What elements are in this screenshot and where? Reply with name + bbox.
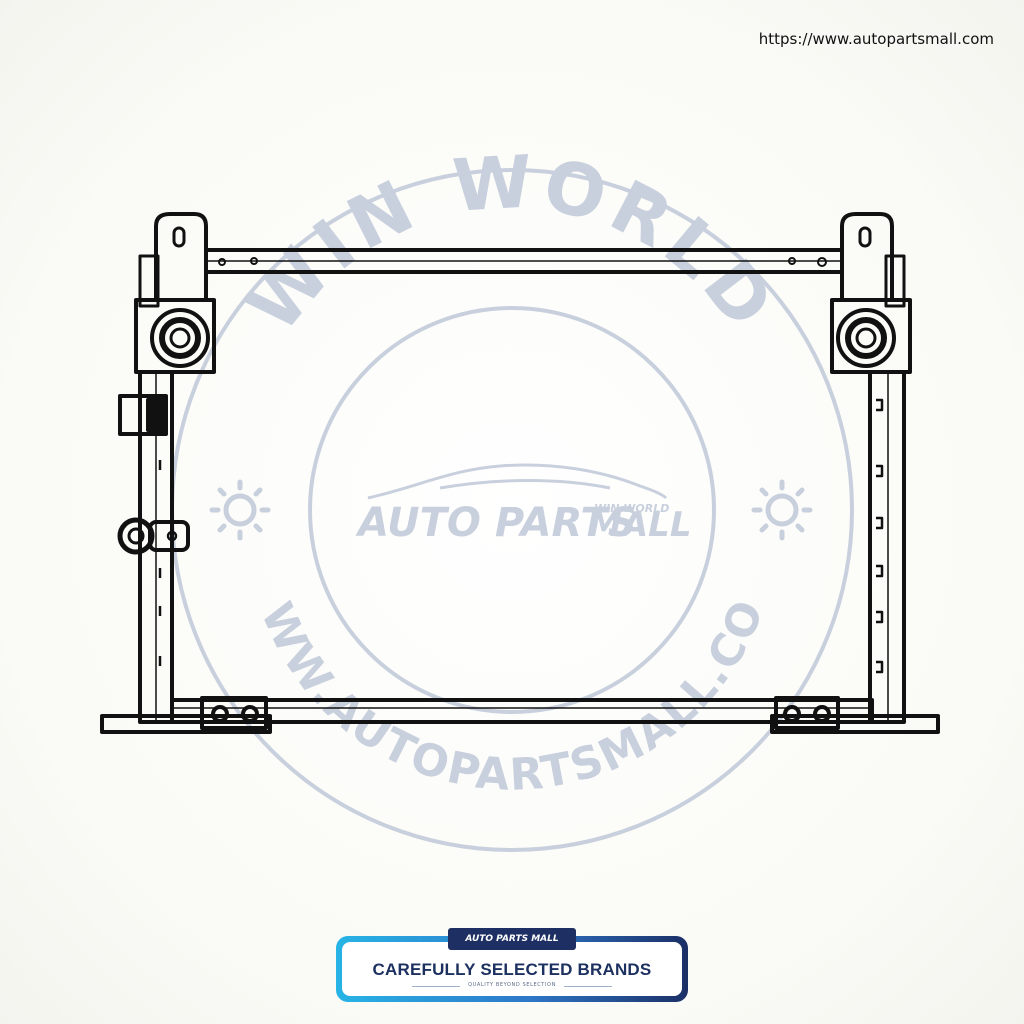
badge-title: CAREFULLY SELECTED BRANDS	[372, 960, 652, 979]
sun-icon-right	[751, 479, 813, 541]
badge-rule-left	[412, 986, 460, 987]
car-silhouette-icon	[367, 463, 668, 500]
watermark-logo-main: AUTO PARTS	[355, 500, 637, 546]
left-side-lug	[117, 517, 155, 555]
site-url[interactable]: https://www.autopartsmall.com	[758, 30, 994, 48]
watermark-logo-mall: MALL	[588, 505, 691, 545]
badge-logo-tab: AUTO PARTS MALL	[448, 928, 576, 950]
condenser-drawing	[100, 212, 940, 734]
badge-rule-right	[564, 986, 612, 987]
watermark-logo-small: WIN WORLD	[594, 502, 669, 515]
watermark-logo: AUTO PARTS MALL WIN WORLD	[355, 463, 691, 546]
bottom-right-foot	[770, 714, 940, 734]
badge-inner	[342, 942, 682, 996]
watermark-bottom-text: WWW.AUTOPARTSMALL.COM	[0, 0, 773, 801]
svg-text:WWW.AUTOPARTSMALL.COM: WWW.AUTOPARTSMALL.COM	[0, 0, 773, 801]
sun-icon-left	[209, 479, 271, 541]
watermark-top-text: WIN WORLD	[231, 139, 788, 348]
right-fitting	[836, 308, 896, 368]
badge-subtitle: QUALITY BEYOND SELECTION	[468, 982, 556, 988]
left-fitting	[150, 308, 210, 368]
right-tank	[868, 370, 906, 724]
bottom-left-foot	[100, 714, 272, 734]
brand-badge: AUTO PARTS MALL CAREFULLY SELECTED BRAND…	[336, 928, 688, 1002]
svg-text:WIN WORLD: WIN WORLD	[231, 139, 794, 348]
right-top-bracket	[840, 212, 894, 300]
watermark-inner-ring	[308, 306, 716, 714]
left-top-bracket	[154, 212, 208, 300]
